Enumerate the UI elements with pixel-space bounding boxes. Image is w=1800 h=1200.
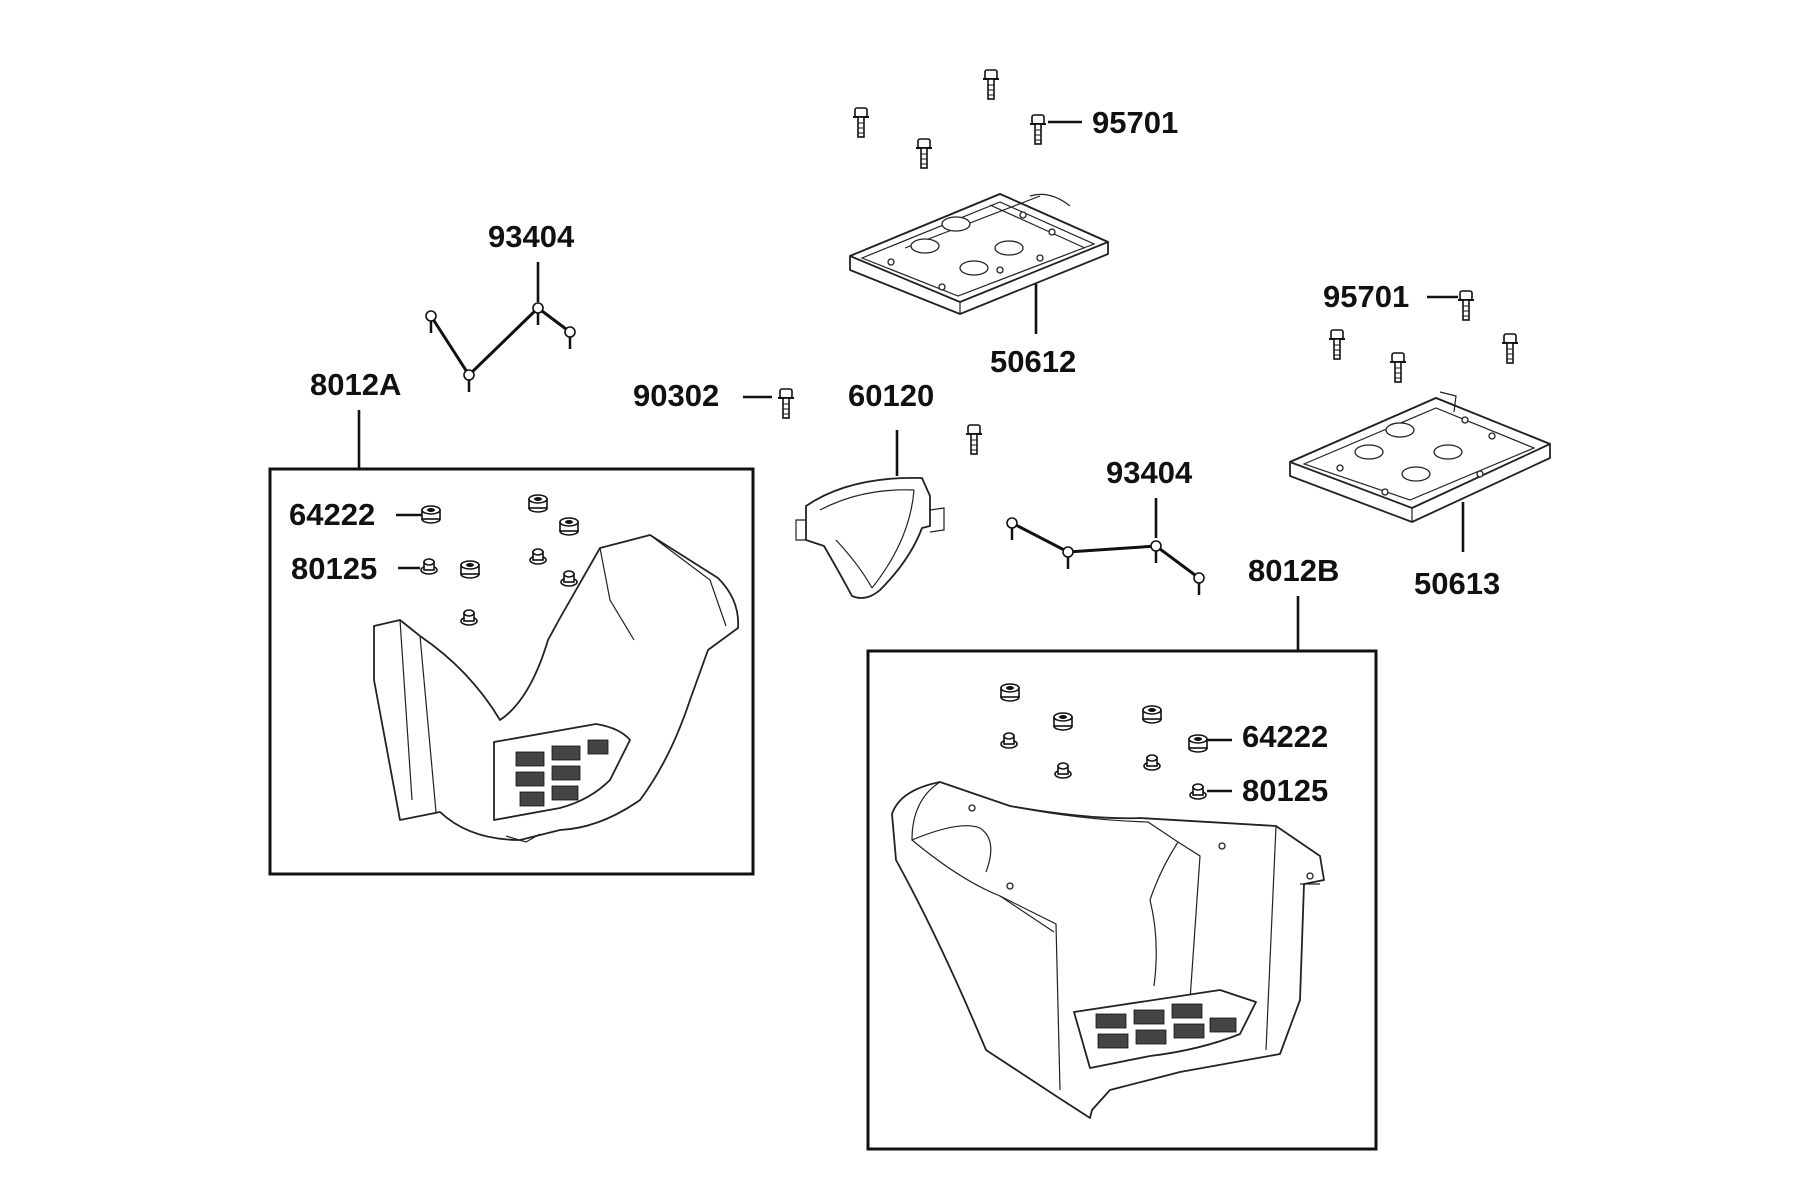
label-grommet-right: 64222 — [1242, 719, 1328, 754]
clip-icon — [1054, 762, 1072, 779]
right-panel-box — [866, 649, 1378, 1151]
ball-joint-icon — [462, 368, 476, 394]
grommet-icon — [1053, 712, 1073, 731]
label-grommet-left: 64222 — [289, 497, 375, 532]
rear-rack-50613 — [1289, 391, 1551, 523]
label-panel-right: 8012B — [1248, 553, 1339, 588]
label-bolt-right: 95701 — [1323, 279, 1409, 314]
label-cover: 60120 — [848, 378, 934, 413]
ball-joint-icon — [531, 301, 545, 327]
screw-icon — [965, 424, 983, 455]
screw-icon — [777, 388, 795, 419]
bolt-icon — [1389, 352, 1407, 383]
bolt-icon — [915, 138, 933, 169]
bolt-icon — [1328, 329, 1346, 360]
front-rack-50612 — [849, 193, 1109, 315]
right-fasteners — [1000, 683, 1208, 800]
clip-icon — [560, 570, 578, 587]
label-link-right: 93404 — [1106, 455, 1193, 490]
clip-icon — [1000, 732, 1018, 749]
center-cover-60120 — [795, 476, 945, 599]
bolt-icon — [852, 107, 870, 138]
label-link-left: 93404 — [488, 219, 575, 254]
left-tread-plate — [515, 739, 609, 807]
label-bolt-top: 95701 — [1092, 105, 1178, 140]
bolt-icon — [982, 69, 1000, 100]
left-panel-box — [268, 467, 755, 876]
bolt-icon — [1029, 114, 1047, 145]
label-rack-front: 50612 — [990, 344, 1076, 379]
bolts-top-group — [852, 69, 1047, 169]
label-rack-rear: 50613 — [1414, 566, 1500, 601]
grommet-icon — [1188, 734, 1208, 753]
left-fasteners — [420, 494, 579, 626]
grommet-icon — [421, 505, 441, 524]
clip-icon — [529, 548, 547, 565]
link-rod-right — [1005, 516, 1206, 597]
bolt-icon — [1457, 290, 1475, 321]
label-panel-left: 8012A — [310, 367, 401, 402]
clip-icon — [1143, 754, 1161, 771]
grommet-icon — [1142, 705, 1162, 724]
clip-icon — [460, 609, 478, 626]
ball-joint-icon — [563, 325, 577, 351]
left-footwell-8012A — [373, 534, 740, 843]
grommet-icon — [528, 494, 548, 513]
link-rod-left — [424, 301, 577, 394]
right-footwell-8012B — [891, 781, 1325, 1119]
ball-joint-icon — [1149, 539, 1163, 565]
grommet-icon — [460, 560, 480, 579]
ball-joint-icon — [1005, 516, 1019, 542]
ball-joint-icon — [1061, 545, 1075, 571]
label-screw: 90302 — [633, 378, 719, 413]
label-clip-left: 80125 — [291, 551, 377, 586]
right-tread-plate — [1095, 1003, 1237, 1049]
grommet-icon — [1000, 683, 1020, 702]
label-clip-right: 80125 — [1242, 773, 1328, 808]
ball-joint-icon — [1192, 571, 1206, 597]
clip-icon — [420, 558, 438, 575]
bolt-icon — [1501, 333, 1519, 364]
clip-icon — [1189, 783, 1207, 800]
grommet-icon — [559, 517, 579, 536]
